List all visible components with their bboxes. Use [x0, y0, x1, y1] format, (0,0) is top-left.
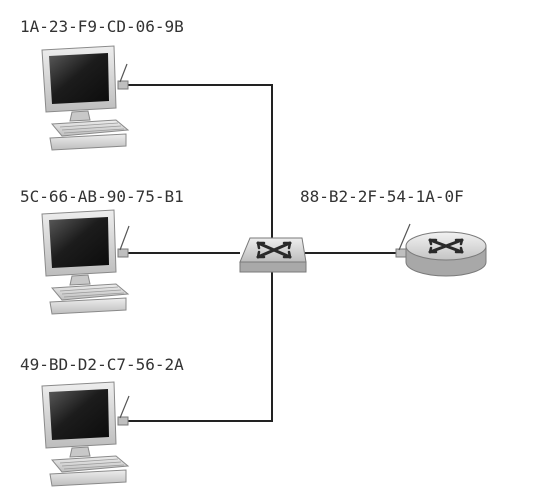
ethernet-switch-icon[interactable]: [239, 237, 307, 273]
host-mac-label: 1A-23-F9-CD-06-9B: [20, 17, 184, 36]
host-mac-label: 49-BD-D2-C7-56-2A: [20, 355, 184, 374]
desktop-computer-icon: [41, 45, 129, 151]
desktop-computer-icon: [41, 209, 129, 315]
host-1[interactable]: 1A-23-F9-CD-06-9B: [20, 17, 184, 151]
nic-port-icon: [117, 416, 129, 426]
nic-port-icon: [117, 248, 129, 258]
mac-leader-line: [119, 395, 130, 419]
mac-leader-line: [398, 223, 411, 251]
nic-port-icon: [117, 80, 129, 90]
router-icon: [405, 231, 487, 277]
mac-leader-line: [119, 63, 128, 83]
links: [128, 84, 398, 422]
link-host-1: [128, 84, 273, 240]
router[interactable]: 88-B2-2F-54-1A-0F: [300, 187, 487, 277]
host-2[interactable]: 5C-66-AB-90-75-B1: [20, 187, 184, 315]
nic-port-icon: [395, 248, 407, 258]
router-mac-label: 88-B2-2F-54-1A-0F: [300, 187, 464, 206]
mac-leader-line: [119, 225, 130, 251]
link-host-3: [128, 268, 273, 422]
desktop-computer-icon: [41, 381, 129, 487]
host-mac-label: 5C-66-AB-90-75-B1: [20, 187, 184, 206]
host-3[interactable]: 49-BD-D2-C7-56-2A: [20, 355, 184, 487]
